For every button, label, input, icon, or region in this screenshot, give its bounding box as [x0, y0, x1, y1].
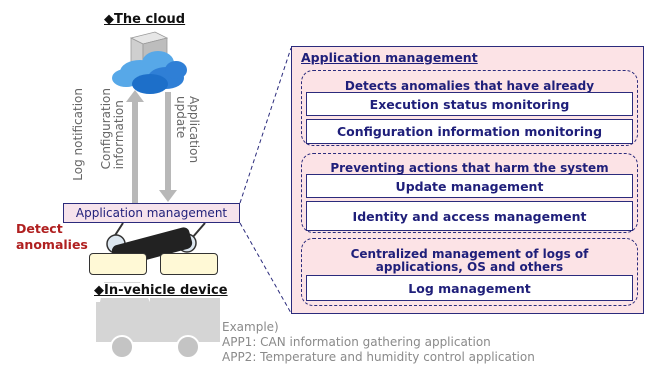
configuration-information-monitoring-item: Configuration information monitoring: [306, 119, 633, 144]
detect-anomalies-label: Detect anomalies: [16, 221, 88, 253]
detect-label-line2: anomalies: [16, 237, 88, 252]
download-arrow-icon: [159, 92, 177, 202]
example-line-app1: APP1: CAN information gathering applicat…: [222, 335, 491, 349]
identity-access-management-item: Identity and access management: [306, 201, 633, 231]
connector-bottom: [239, 222, 292, 314]
camera-panel-right: [160, 253, 218, 275]
configuration-information-label: Configuration information: [99, 88, 126, 170]
log-management-item: Log management: [306, 275, 633, 301]
connector-top: [239, 47, 292, 204]
application-update-line2: update: [174, 96, 188, 139]
panel-title: Application management: [301, 50, 478, 65]
application-update-line1: Application: [187, 96, 201, 164]
group-centralized-logs-title-line1: Centralized management of logs of: [350, 247, 589, 261]
group-detect-anomalies-title: Detects anomalies that have already: [344, 79, 595, 93]
device-app-management-box: Application management: [63, 203, 240, 223]
device-title: ◆In-vehicle device: [92, 283, 230, 298]
log-notification-label: Log notification: [71, 88, 85, 181]
group-centralized-logs-title-line2: applications, OS and others: [375, 260, 564, 274]
execution-status-monitoring-item: Execution status monitoring: [306, 92, 633, 116]
application-update-label: Application update: [174, 96, 201, 164]
configuration-label-line1: Configuration: [99, 88, 113, 170]
update-management-item: Update management: [306, 174, 633, 198]
example-heading: Example): [222, 320, 279, 334]
camera-panel-left: [89, 253, 147, 275]
example-line-app2: APP2: Temperature and humidity control a…: [222, 350, 535, 364]
example-text: Example) APP1: CAN information gathering…: [222, 320, 535, 365]
upload-arrow-icon: [126, 90, 144, 203]
cloud-icon: [112, 51, 187, 94]
cloud-title: ◆The cloud: [104, 12, 186, 27]
detect-label-line1: Detect: [16, 221, 63, 236]
configuration-label-line2: information: [112, 100, 126, 170]
group-preventing-actions-title: Preventing actions that harm the system: [330, 161, 609, 175]
